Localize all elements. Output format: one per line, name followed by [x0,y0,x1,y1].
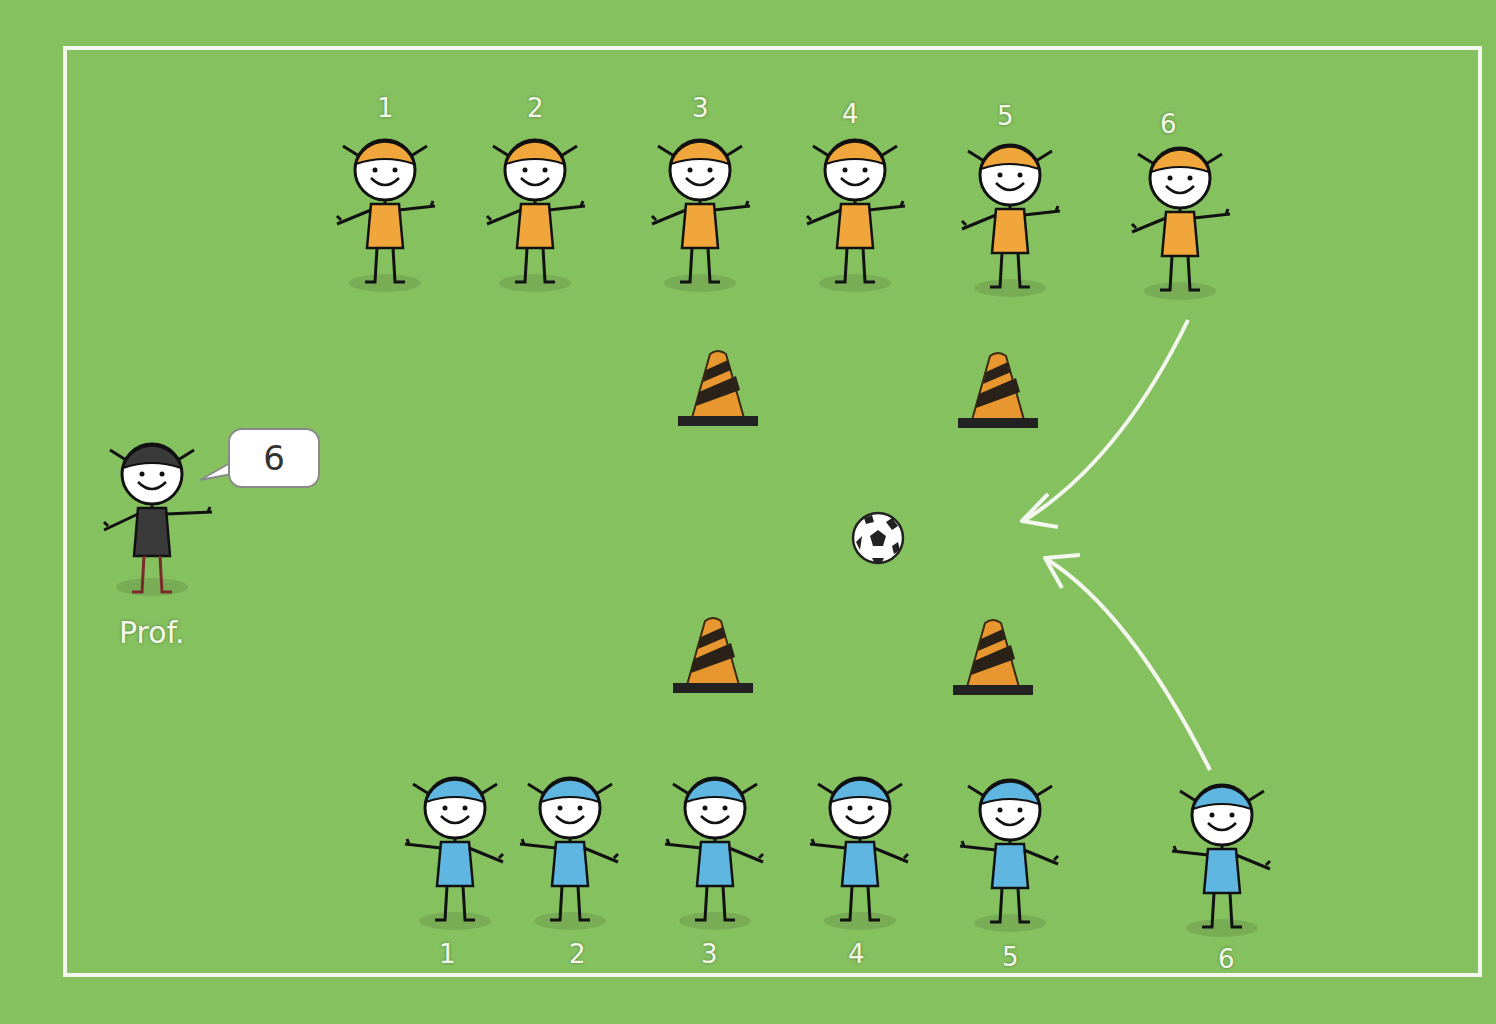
cone [953,620,1033,695]
orange-player [962,145,1060,297]
blue-player [665,778,763,930]
blue-player [960,780,1058,932]
callout-number: 6 [1218,945,1235,974]
orange-player [337,140,435,292]
coach-figure [104,444,212,596]
speech-bubble: 6 [228,428,320,488]
callout-number: 1 [377,94,394,123]
orange-player [807,140,905,292]
speech-text: 6 [263,438,285,478]
callout-number: 3 [692,94,709,123]
ball [853,513,903,563]
arrow-head [1022,494,1058,527]
callout-number: 5 [1002,943,1019,972]
cone [958,353,1038,428]
orange-player [652,140,750,292]
callout-number: 2 [569,940,586,969]
cone [673,618,753,693]
blue-player [405,778,503,930]
run-arrow [1025,320,1188,520]
callout-number: 5 [997,102,1014,131]
callout-number: 6 [1160,110,1177,139]
orange-player [487,140,585,292]
coach-label: Prof. [119,616,185,649]
callout-number: 1 [439,940,456,969]
callout-number: 4 [848,940,865,969]
blue-player [1172,785,1270,937]
blue-player [810,778,908,930]
run-arrow [1048,560,1210,770]
orange-player [1132,148,1230,300]
callout-number: 2 [527,94,544,123]
blue-player [520,778,618,930]
arrow-head [1045,555,1080,588]
field-line [65,48,1480,975]
callout-number: 4 [842,100,859,129]
cone [678,351,758,426]
callout-number: 3 [701,940,718,969]
